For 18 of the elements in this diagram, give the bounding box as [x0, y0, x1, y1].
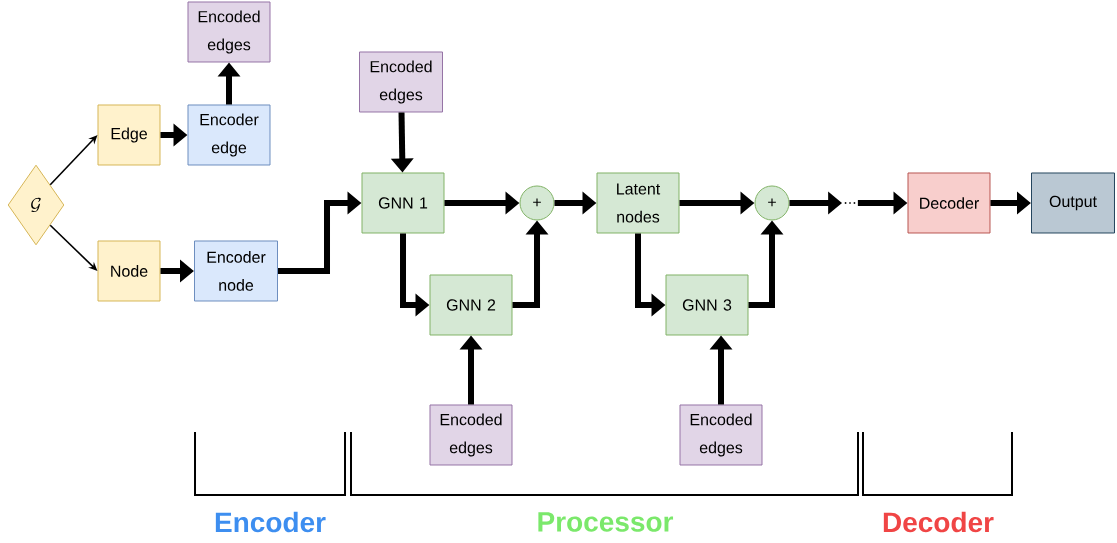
process-box: Edge [97, 104, 161, 166]
process-box: GNN 3 [665, 274, 749, 336]
section-label: Decoder [883, 511, 994, 533]
process-box: Encoder node [194, 240, 278, 302]
process-box: Decoder [907, 172, 991, 234]
process-box: Encoder edge [187, 104, 271, 166]
process-box: Encoded edges [359, 51, 443, 113]
section-label: Processor [538, 512, 674, 532]
process-box: Encoded edges [429, 404, 513, 466]
process-box: Output [1031, 172, 1115, 234]
section-label: Encoder [215, 511, 326, 533]
ellipsis-text: ... [844, 202, 856, 204]
process-box: Node [97, 240, 161, 302]
process-box: Encoded edges [187, 1, 271, 63]
process-box: Encoded edges [679, 404, 763, 466]
process-box: Latent nodes [596, 172, 680, 234]
process-box: GNN 1 [361, 172, 445, 234]
process-box: GNN 2 [429, 274, 513, 336]
